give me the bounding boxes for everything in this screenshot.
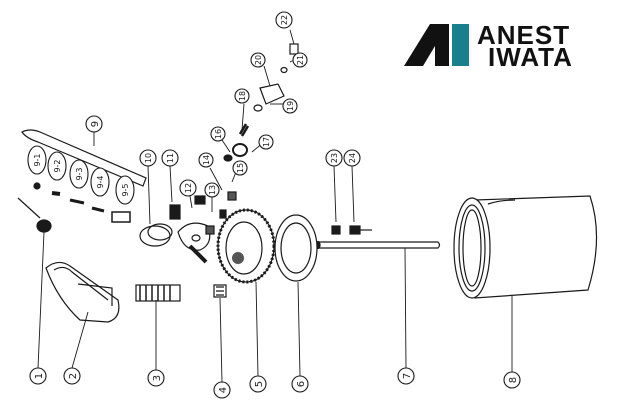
brand-line2: IWATA: [488, 42, 573, 72]
callout-17: 17: [258, 134, 274, 150]
part-6-gasket: [274, 214, 318, 282]
part-1-nozzle: [17, 197, 52, 233]
callout-10-text: 10: [144, 153, 153, 163]
callout-2: 2: [63, 367, 81, 385]
leader-lines: [37, 29, 513, 383]
callout-9-text: 9: [90, 121, 101, 127]
callout-24: 24: [343, 149, 361, 167]
callout-7: 7: [397, 367, 415, 385]
valve-body-assembly: [169, 191, 237, 264]
callout-9-1: 9-1: [27, 145, 47, 175]
callout-18-text: 18: [238, 91, 247, 101]
callout-labels: 1 2 3 4 5 6 7 8: [27, 11, 521, 399]
callout-9-4-text: 9-4: [96, 175, 105, 188]
callout-4: 4: [213, 381, 231, 399]
callout-15-text: 15: [236, 163, 245, 173]
callout-6-text: 6: [296, 381, 307, 387]
callout-23-text: 23: [330, 153, 339, 163]
callout-18: 18: [234, 88, 250, 104]
callout-9-2-text: 9-2: [53, 159, 62, 172]
callout-16-text: 16: [214, 129, 223, 139]
callout-20-text: 20: [254, 55, 263, 65]
part-3-connector: [135, 284, 181, 302]
callout-14-text: 14: [202, 155, 211, 165]
callout-23: 23: [325, 149, 343, 167]
callout-9-3-text: 9-3: [75, 167, 84, 180]
callout-7-text: 7: [402, 373, 413, 379]
logo-teal-bar: [452, 24, 469, 66]
callout-9-5: 9-5: [115, 175, 135, 205]
callout-1-text: 1: [34, 373, 45, 379]
callout-10: 10: [139, 149, 157, 167]
brand-line1: ANEST: [477, 20, 570, 50]
callout-2-text: 2: [68, 373, 79, 379]
part-4-screw: [213, 284, 227, 298]
callout-12: 12: [179, 179, 197, 197]
callout-17-text: 17: [262, 137, 271, 147]
callout-9-2: 9-2: [47, 151, 67, 181]
callout-9: 9: [85, 115, 103, 133]
callout-22: 22: [275, 11, 293, 29]
anest-iwata-logo: ANEST IWATA: [404, 20, 573, 72]
upper-valve-stack: [223, 43, 299, 162]
callout-21-text: 21: [296, 55, 305, 65]
part-7-tube: [315, 240, 441, 250]
callout-14: 14: [198, 152, 214, 168]
callout-1: 1: [29, 367, 47, 385]
callout-9-1-text: 9-1: [33, 153, 42, 166]
part-5-lid: [216, 208, 276, 284]
callout-15: 15: [232, 160, 248, 176]
callout-8: 8: [503, 371, 521, 389]
callout-9-3: 9-3: [69, 159, 89, 189]
callout-9-5-text: 9-5: [121, 183, 130, 196]
callout-4-text: 4: [218, 387, 229, 393]
part-8-cup: [453, 195, 598, 299]
callout-24-text: 24: [348, 153, 357, 163]
callout-11: 11: [161, 149, 179, 167]
callout-5: 5: [249, 375, 267, 393]
callout-3-text: 3: [152, 375, 163, 381]
callout-20: 20: [250, 52, 266, 68]
part-9-group: [21, 129, 147, 223]
callout-16: 16: [210, 126, 226, 142]
callout-13-text: 13: [208, 185, 217, 195]
callout-21: 21: [292, 52, 308, 68]
callout-13: 13: [204, 182, 220, 198]
callout-6: 6: [291, 375, 309, 393]
callout-5-text: 5: [254, 381, 265, 387]
callout-11-text: 11: [166, 153, 175, 163]
parts-23-24-screws: [331, 225, 372, 235]
callout-22-text: 22: [280, 15, 289, 25]
callout-12-text: 12: [184, 183, 193, 193]
part-2-cap: [45, 261, 120, 323]
callout-9-4: 9-4: [90, 167, 110, 197]
part-10-ring: [139, 223, 173, 247]
logo-black-shape: [404, 24, 449, 66]
callout-19: 19: [282, 98, 298, 114]
callout-8-text: 8: [508, 377, 519, 383]
callout-19-text: 19: [286, 101, 295, 111]
callout-3: 3: [147, 369, 165, 387]
